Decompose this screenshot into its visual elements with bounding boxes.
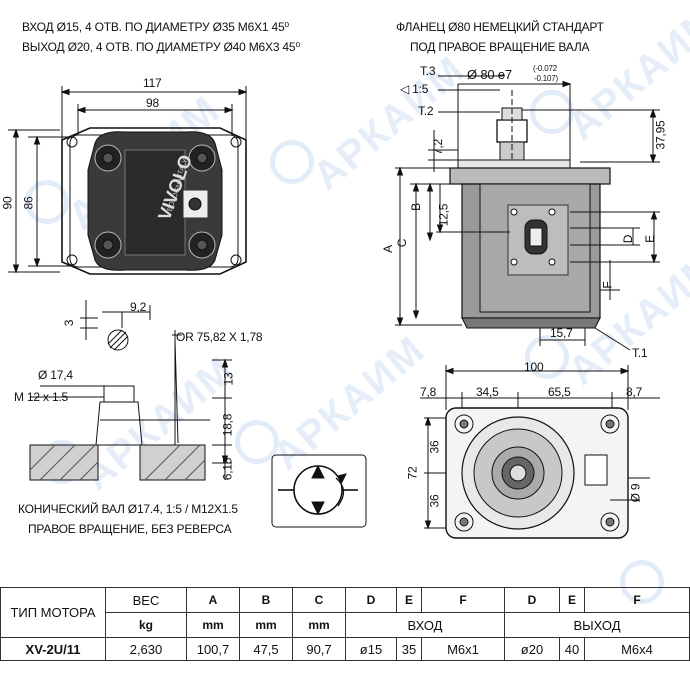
outlet-header: ВЫХОД <box>504 612 690 638</box>
col-weight: ВЕС <box>105 587 187 613</box>
cell-type: XV-2U/11 <box>0 637 106 661</box>
unit-mm-b: mm <box>239 612 293 638</box>
side-dim-15-7: 15,7 <box>550 326 573 340</box>
table-row: XV-2U/11 2,630 100,7 47,5 90,7 ø15 35 M6… <box>0 637 690 661</box>
flange-dim-9: Ø 9 <box>628 483 643 503</box>
cell-f-outlet: M6x4 <box>584 637 690 661</box>
shaft-dim-9-2: 9,2 <box>130 300 147 314</box>
inlet-spec: ВХОД Ø15, 4 ОТВ. ПО ДИАМЕТРУ Ø35 М6Х1 45… <box>22 20 290 34</box>
outlet-spec: ВЫХОД Ø20, 4 ОТВ. ПО ДИАМЕТРУ Ø40 М6Х3 4… <box>22 40 300 54</box>
watermark-logo <box>235 420 279 464</box>
flange-spec: ФЛАНЕЦ Ø80 НЕМЕЦКИЙ СТАНДАРТ <box>396 20 604 34</box>
flange-dim-100: 100 <box>524 360 544 374</box>
flange-dim-36-top: 36 <box>427 440 442 454</box>
col-b: B <box>239 587 293 613</box>
flange-dim-34-5: 34,5 <box>476 385 499 399</box>
flange-dim-7-8: 7,8 <box>420 385 437 399</box>
dim-117: 117 <box>143 76 162 90</box>
col-f-inlet: F <box>421 587 505 613</box>
side-fit-lower: -0.107) <box>534 74 558 83</box>
side-fit: Ø 80 e7 <box>467 67 512 82</box>
side-fit-upper: (-0.072 <box>533 64 557 73</box>
cell-c: 90,7 <box>292 637 346 661</box>
cell-d-inlet: ø15 <box>345 637 397 661</box>
shaft-caption-2: ПРАВОЕ ВРАЩЕНИЕ, БЕЗ РЕВЕРСА <box>28 522 232 536</box>
cell-a: 100,7 <box>186 637 240 661</box>
rotation-spec: ПОД ПРАВОЕ ВРАЩЕНИЕ ВАЛА <box>410 40 590 54</box>
col-e-inlet: E <box>396 587 422 613</box>
side-t2: T.2 <box>418 104 434 118</box>
shaft-caption-1: КОНИЧЕСКИЙ ВАЛ Ø17.4, 1:5 / М12Х1.5 <box>18 502 238 516</box>
cell-weight: 2,630 <box>105 637 187 661</box>
dim-98: 98 <box>146 96 159 110</box>
col-d-outlet: D <box>504 587 560 613</box>
flange-dim-72: 72 <box>405 466 420 480</box>
col-f-outlet: F <box>584 587 690 613</box>
shaft-dia-17-4: Ø 17,4 <box>38 368 73 382</box>
shaft-thread: M 12 x 1.5 <box>14 390 69 404</box>
cell-f-inlet: M6x1 <box>421 637 505 661</box>
col-d-inlet: D <box>345 587 397 613</box>
cell-b: 47,5 <box>239 637 293 661</box>
watermark-logo <box>530 90 574 134</box>
flange-dim-36-bottom: 36 <box>427 494 442 508</box>
inlet-header: ВХОД <box>345 612 505 638</box>
watermark-logo <box>525 335 569 379</box>
col-e-outlet: E <box>559 587 585 613</box>
side-t1: T.1 <box>632 346 648 360</box>
col-a: A <box>186 587 240 613</box>
col-c: C <box>292 587 346 613</box>
cell-e-inlet: 35 <box>396 637 422 661</box>
unit-mm-a: mm <box>186 612 240 638</box>
unit-mm-c: mm <box>292 612 346 638</box>
shaft-or-label: OR 75,82 X 1,78 <box>176 330 263 344</box>
flange-dim-65-5: 65,5 <box>548 385 571 399</box>
side-t3: T.3 <box>420 64 436 78</box>
watermark-logo <box>270 140 314 184</box>
spec-table: ТИП МОТОРА ВЕС A B C D E F D E F kg mm m… <box>0 587 690 661</box>
watermark-logo <box>25 180 69 224</box>
side-taper: ◁ 1:5 <box>400 82 429 96</box>
cell-d-outlet: ø20 <box>504 637 560 661</box>
cell-e-outlet: 40 <box>559 637 585 661</box>
unit-kg: kg <box>105 612 187 638</box>
col-type: ТИП МОТОРА <box>0 587 106 638</box>
flange-dim-8-7: 8,7 <box>626 385 643 399</box>
